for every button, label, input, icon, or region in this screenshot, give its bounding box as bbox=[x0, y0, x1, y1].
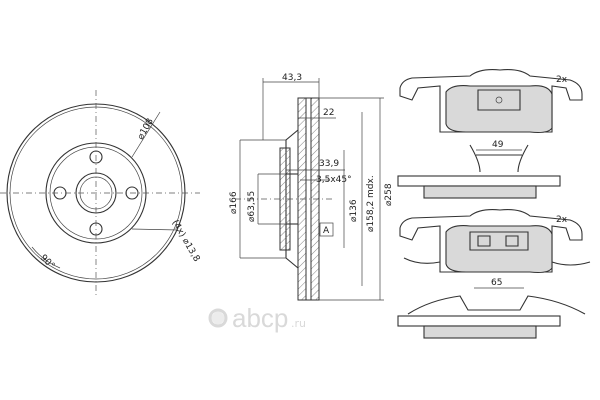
upper-pad-rivet bbox=[495, 96, 503, 104]
upper-pad-profile-friction bbox=[423, 185, 537, 199]
label-hat-height: 33,9 bbox=[319, 159, 339, 169]
lower-pad-spring bbox=[469, 231, 529, 251]
upper-pad-backplate bbox=[399, 69, 583, 133]
label-pcd: ⌀108 bbox=[136, 117, 156, 142]
lower-pad-profile-spring bbox=[407, 295, 586, 315]
upper-pad-view: 2x 49 bbox=[397, 69, 583, 199]
angle-arc bbox=[31, 246, 61, 269]
disc-section-view: 43,3 22 33,9 3,5x45° ⌀166 ⌀63,55 ⌀136 ⌀1… bbox=[229, 73, 394, 301]
watermark-text: abcp bbox=[232, 303, 288, 333]
upper-pad-friction bbox=[445, 85, 553, 134]
watermark: abcp .ru bbox=[208, 303, 306, 333]
upper-pad-clip bbox=[477, 89, 521, 111]
label-outer-dia: ⌀258 bbox=[384, 183, 394, 206]
label-upper-qty: 2x bbox=[556, 75, 568, 85]
label-lower-width: 65 bbox=[491, 278, 502, 288]
label-holes: (4x) ⌀13,8 bbox=[169, 219, 201, 264]
section-marker-box bbox=[319, 222, 334, 237]
pcd-leader bbox=[131, 111, 161, 158]
holes-leader bbox=[131, 228, 179, 231]
label-thickness: 22 bbox=[323, 108, 334, 118]
watermark-suffix: .ru bbox=[291, 317, 306, 330]
label-upper-width: 49 bbox=[492, 140, 504, 150]
watermark-logo-icon bbox=[208, 308, 228, 328]
upper-clip-side bbox=[469, 144, 529, 173]
label-total-width: 43,3 bbox=[282, 73, 302, 83]
lower-pad-friction bbox=[445, 225, 553, 274]
label-center-bore: ⌀63,55 bbox=[247, 191, 257, 222]
lower-pad-backplate bbox=[399, 209, 583, 273]
lower-pad-view: 2x 65 bbox=[397, 209, 591, 339]
lower-pad-profile-backplate bbox=[397, 315, 561, 327]
lower-pad-spring-arms bbox=[403, 257, 591, 266]
lower-pad-profile-friction bbox=[423, 325, 537, 339]
label-hub-dia: ⌀166 bbox=[229, 191, 239, 214]
label-chamfer: 3,5x45° bbox=[316, 175, 352, 185]
disc-front-view: ⌀108 (4x) ⌀13,8 90° bbox=[0, 90, 201, 296]
label-section-marker: A bbox=[323, 226, 330, 236]
label-inner-dia: ⌀136 bbox=[349, 199, 359, 222]
label-min-thickness: ⌀158,2 mdx. bbox=[366, 175, 376, 232]
upper-pad-profile-backplate bbox=[397, 175, 561, 187]
label-lower-qty: 2x bbox=[556, 215, 568, 225]
